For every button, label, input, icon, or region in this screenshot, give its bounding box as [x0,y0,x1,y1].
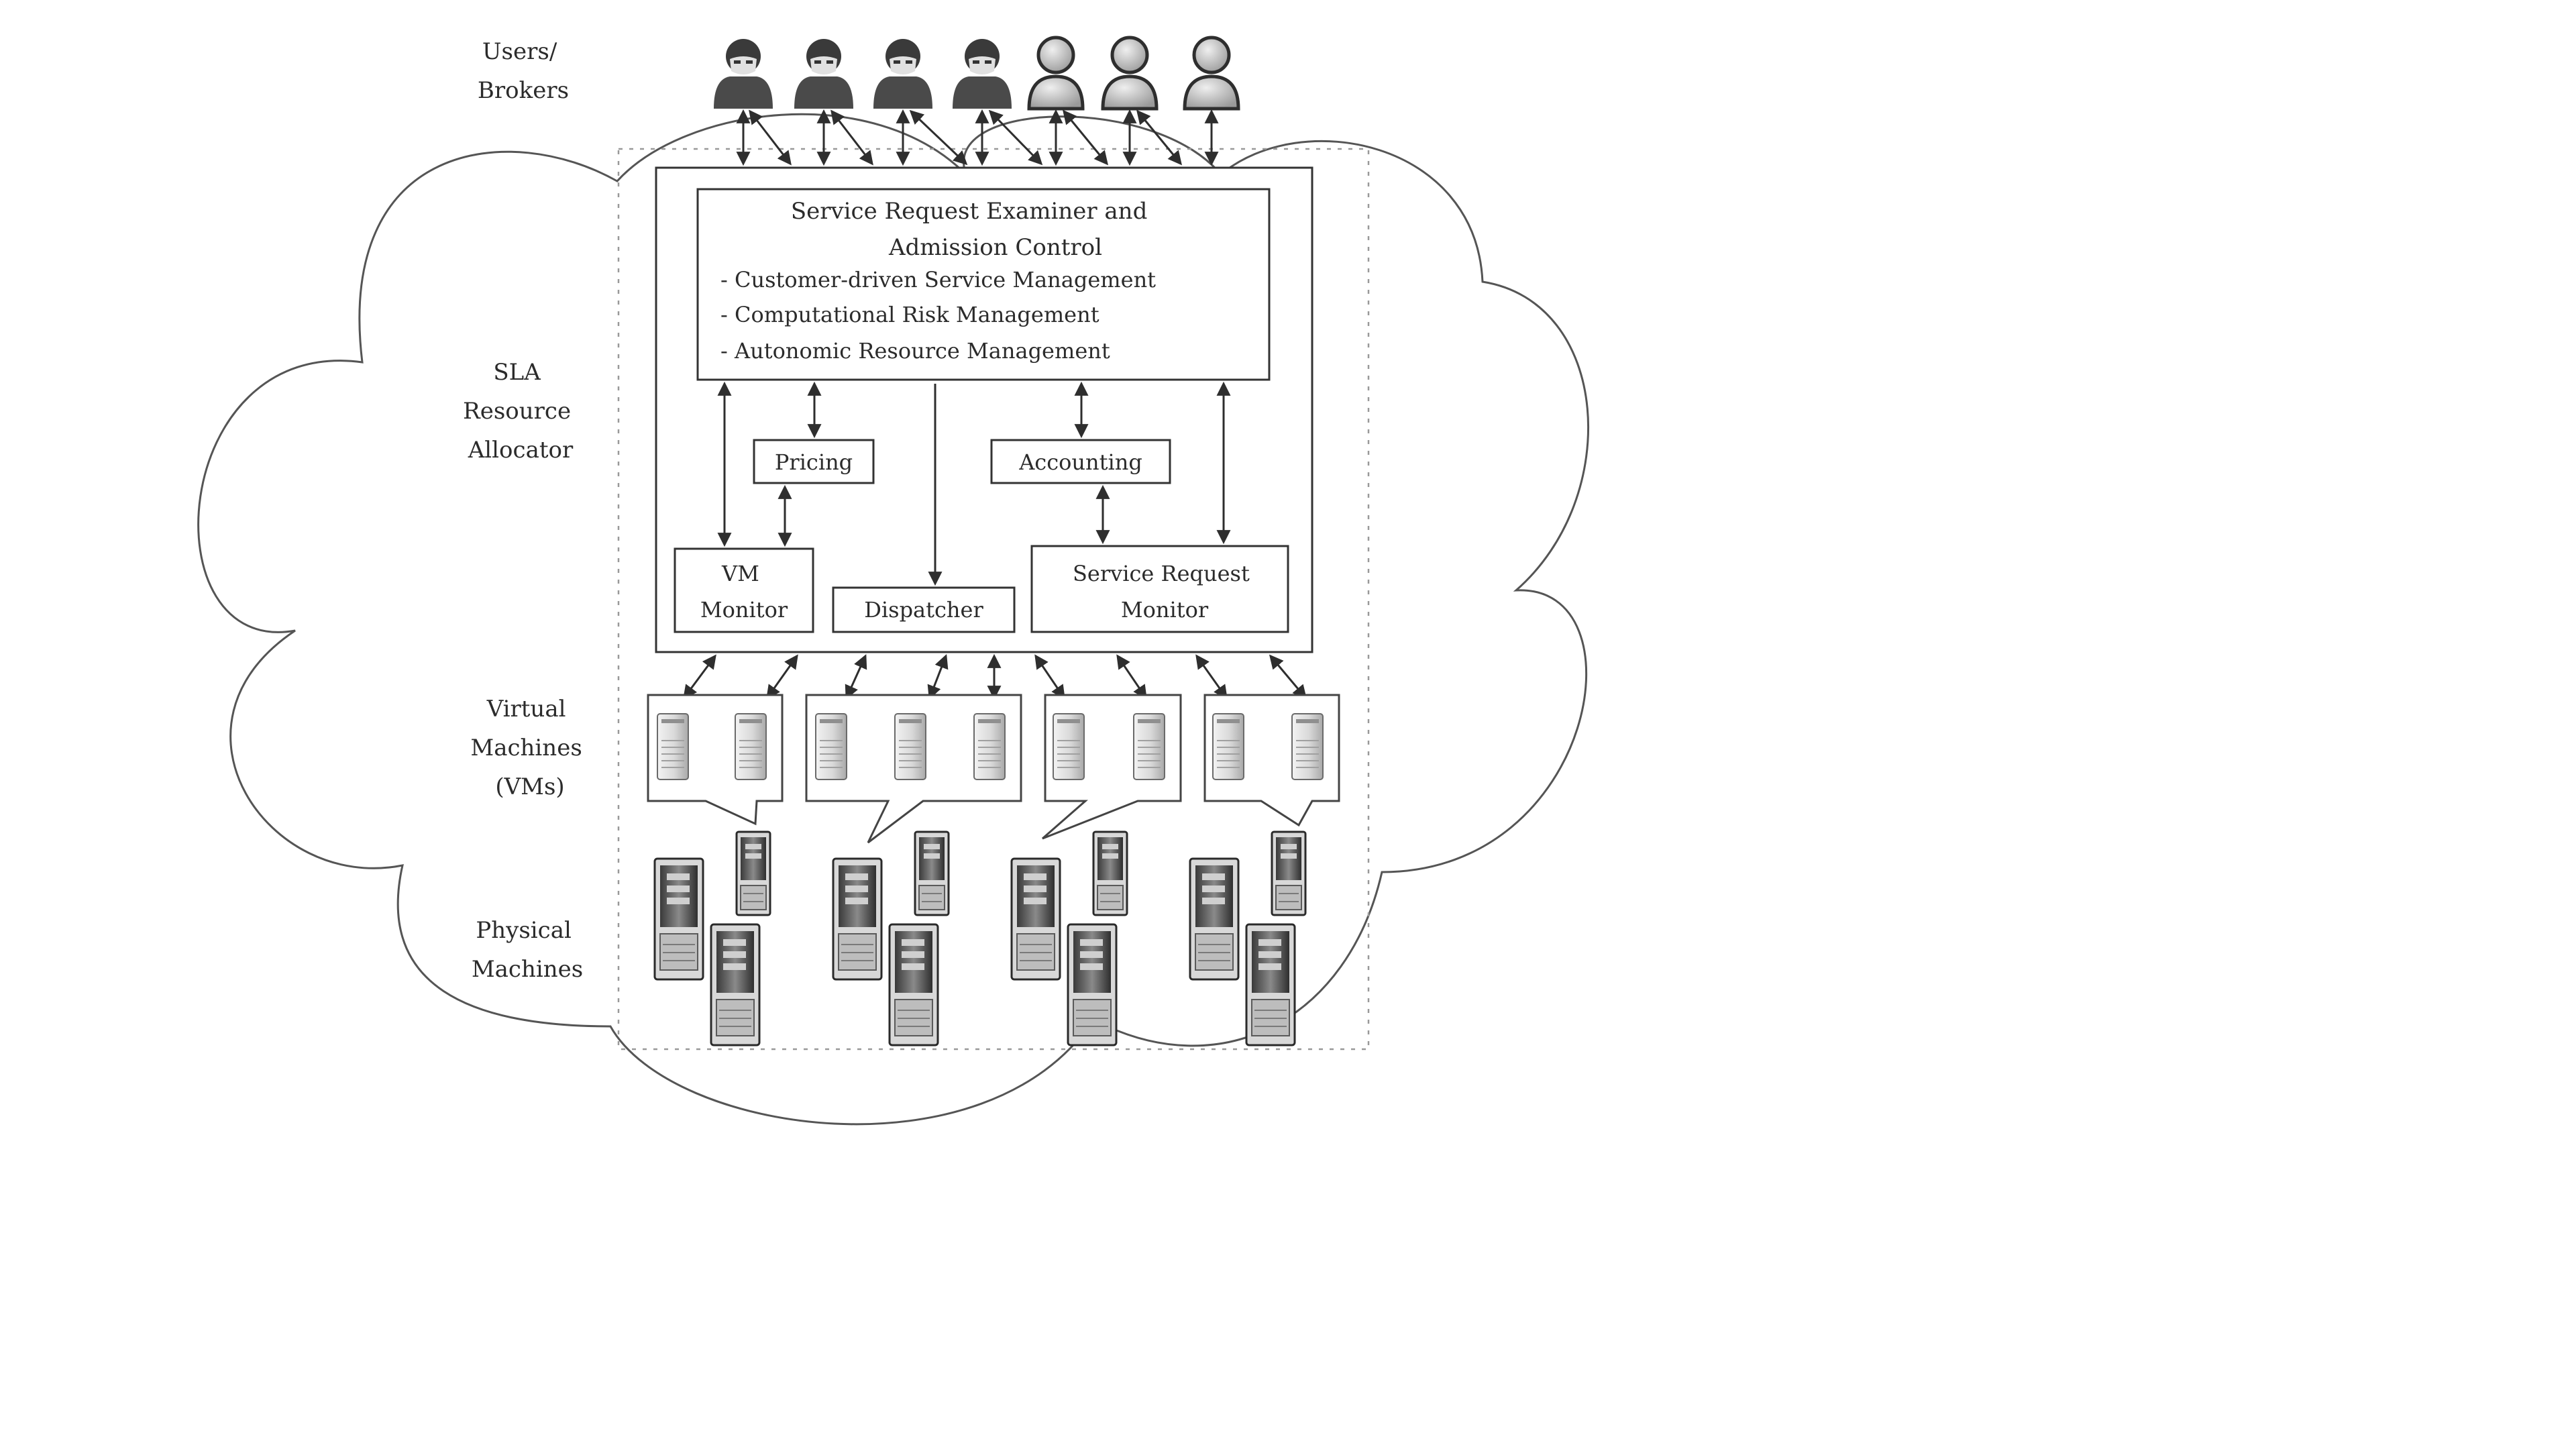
user-icon [1029,38,1083,109]
physical-server-icon [1271,830,1307,916]
vm-server-icon [1212,713,1244,780]
svg-text:Dispatcher: Dispatcher [864,597,983,623]
vm-group-3 [1042,694,1182,840]
vm-monitor-box: VM Monitor [674,547,814,633]
user-arrows [736,109,1219,166]
user-icon [1103,38,1157,109]
physical-server-icon [888,923,939,1046]
physical-server-icon [1067,923,1118,1046]
vm-group-2 [805,694,1022,844]
user-icon [794,39,853,109]
sla-resource-allocator-label: SLA Resource Allocator [463,359,578,464]
vm-server-icon [735,713,767,780]
user-icon [953,39,1012,109]
users-brokers-label: Users/ Brokers [478,38,569,104]
svg-text:Service Request Monitor: Service Request Monitor [1073,561,1256,623]
vm-group-1 [647,694,784,826]
users-row [714,38,1238,109]
examiner-item-customer: - Customer-driven Service Management [720,267,1156,292]
vm-server-icon [973,713,1006,780]
physical-server-icon [914,830,950,916]
physical-machines [653,830,1307,1046]
svg-text:VM Monitor: VM Monitor [700,561,788,623]
dispatcher-box: Dispatcher [832,586,1016,633]
svg-text:Pricing: Pricing [775,449,853,475]
physical-server-icon [1010,857,1061,981]
vm-server-icon [815,713,847,780]
user-icon [1185,38,1238,109]
vm-server-icon [1053,713,1085,780]
vm-group-4 [1203,694,1340,827]
physical-server-icon [1245,923,1296,1046]
user-icon [873,39,932,109]
physical-server-icon [710,923,761,1046]
vm-arrows [683,653,1307,700]
user-icon [714,39,773,109]
physical-machines-label: Physical Machines [472,917,583,983]
pricing-box: Pricing [753,439,875,484]
vm-server-icon [1133,713,1165,780]
service-request-monitor-box: Service Request Monitor [1030,545,1289,633]
vm-server-icon [894,713,926,780]
internal-arrows [717,381,1231,586]
virtual-machines-label: Virtual Machines (VMs) [470,696,589,800]
examiner-title: Service Request Examiner and Admission C… [791,198,1155,261]
physical-server-icon [735,830,771,916]
physical-server-icon [1189,857,1240,981]
physical-server-icon [1092,830,1128,916]
vm-server-icon [657,713,689,780]
physical-server-icon [653,857,704,981]
examiner-item-risk: - Computational Risk Management [720,302,1099,327]
accounting-box: Accounting [990,439,1171,484]
svg-text:Accounting: Accounting [1018,449,1142,475]
examiner-box [696,188,1271,381]
physical-server-icon [832,857,883,981]
examiner-item-autonomic: - Autonomic Resource Management [720,338,1110,364]
vm-server-icon [1291,713,1324,780]
